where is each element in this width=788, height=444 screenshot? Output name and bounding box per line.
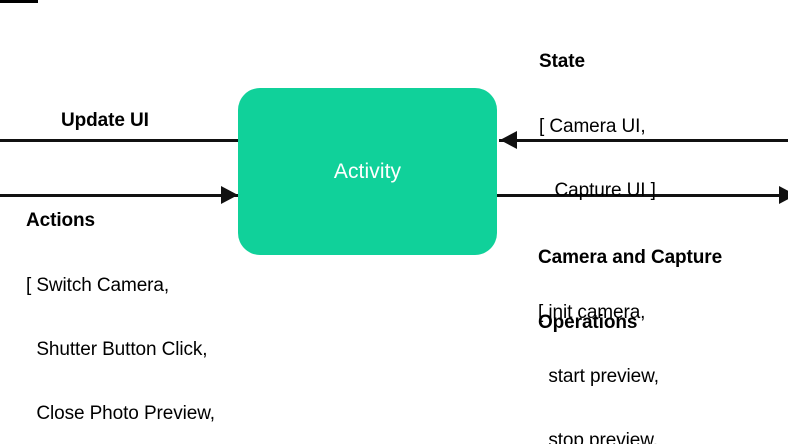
- list-item: [ init camera,: [538, 302, 646, 323]
- arrowhead-actions-icon: [221, 186, 238, 204]
- edge-list-camera-operations: [ init camera, start preview, stop previ…: [538, 265, 693, 444]
- edge-label-camera-operations-line-1: Camera and Capture: [538, 247, 723, 268]
- list-item: stop preview,: [538, 430, 658, 444]
- edge-line-camera-operations: [497, 194, 788, 197]
- edge-label-camera-operations: Camera and Capture Operations: [538, 210, 722, 378]
- arrowhead-camera-operations-icon: [779, 186, 788, 204]
- arrowhead-state-icon: [500, 131, 517, 149]
- edge-label-actions: Actions: [26, 210, 95, 231]
- edge-line-actions: [0, 194, 238, 197]
- list-item: Capture UI ]: [539, 180, 656, 201]
- edge-label-camera-operations-line-2: Operations: [538, 312, 638, 333]
- list-item: Shutter Button Click,: [26, 339, 208, 360]
- edge-label-update-ui: Update UI: [61, 110, 149, 131]
- activity-node[interactable]: Activity: [238, 88, 497, 255]
- edge-label-state: State: [539, 51, 585, 72]
- edge-list-state: [ Camera UI, Capture UI ]: [539, 79, 656, 245]
- activity-node-label: Activity: [333, 159, 402, 183]
- edge-line-update-ui: [0, 139, 240, 142]
- edge-list-actions: [ Switch Camera, Shutter Button Click, C…: [26, 238, 254, 444]
- list-item: start preview,: [538, 366, 659, 387]
- list-item: Close Photo Preview,: [26, 403, 215, 424]
- list-item: [ Camera UI,: [539, 116, 646, 137]
- edge-line-state: [499, 139, 788, 142]
- crop-marker: [0, 0, 38, 3]
- list-item: [ Switch Camera,: [26, 275, 170, 296]
